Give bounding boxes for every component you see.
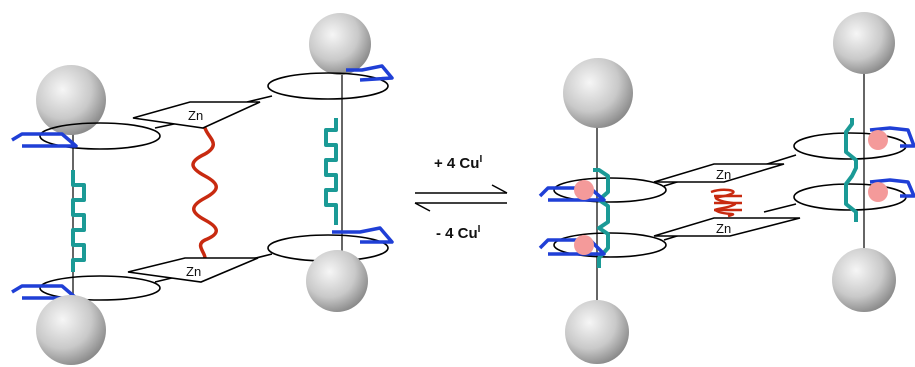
left-zn-label-bottom: Zn bbox=[186, 264, 201, 279]
forward-arrow-label: + 4 CuI bbox=[434, 154, 482, 172]
right-zn-rhombus-bottom bbox=[653, 217, 801, 237]
copper-ion-4 bbox=[868, 182, 888, 202]
left-complex: Zn Zn bbox=[11, 13, 394, 365]
left-ball-bottom-right bbox=[306, 250, 368, 312]
left-ring-top-right bbox=[267, 72, 389, 100]
left-red-spring bbox=[191, 126, 218, 260]
right-ball-bottom-right bbox=[832, 248, 896, 312]
reverse-arrow-head bbox=[414, 202, 431, 212]
right-zn-rhombus-top bbox=[653, 163, 785, 183]
left-blue-bracket-top-right bbox=[346, 64, 394, 82]
left-blue-bracket-top-left bbox=[11, 132, 78, 148]
right-zn-label-bottom: Zn bbox=[716, 221, 731, 236]
left-ring-bottom-left bbox=[39, 275, 161, 301]
right-blue-bracket-2 bbox=[538, 238, 606, 256]
left-ring-top-left bbox=[39, 122, 161, 150]
left-ball-top-left bbox=[36, 65, 106, 135]
equilibrium-arrows: + 4 CuI - 4 CuI bbox=[414, 154, 508, 242]
left-ball-bottom-left bbox=[36, 295, 106, 365]
right-blue-bracket-3 bbox=[869, 126, 915, 148]
right-blue-bracket-4 bbox=[869, 178, 915, 198]
right-ball-bottom-left bbox=[565, 300, 629, 364]
right-connector-4 bbox=[763, 203, 797, 213]
left-zn-rhombus-top bbox=[132, 101, 261, 129]
left-connector-2 bbox=[246, 95, 273, 103]
right-ball-top-left bbox=[563, 58, 633, 128]
left-teal-chain-1 bbox=[71, 170, 86, 272]
copper-ion-3 bbox=[868, 130, 888, 150]
left-ball-top-right bbox=[309, 13, 371, 75]
right-ring-2 bbox=[553, 232, 667, 258]
forward-arrow-head bbox=[491, 184, 508, 194]
reverse-arrow-label: - 4 CuI bbox=[436, 224, 481, 242]
left-teal-chain-2 bbox=[324, 118, 338, 225]
right-teal-bracket-1 bbox=[593, 168, 610, 268]
left-zn-label-top: Zn bbox=[188, 108, 203, 123]
left-blue-bracket-bottom-right bbox=[332, 226, 394, 244]
right-red-spring bbox=[710, 188, 742, 218]
right-teal-bracket-2 bbox=[844, 118, 858, 222]
right-ball-top-right bbox=[833, 12, 895, 74]
left-zn-rhombus-bottom bbox=[127, 257, 259, 283]
right-zn-label-top: Zn bbox=[716, 167, 731, 182]
copper-ion-2 bbox=[574, 235, 594, 255]
right-complex: Zn Zn bbox=[538, 12, 915, 364]
copper-ion-1 bbox=[574, 180, 594, 200]
